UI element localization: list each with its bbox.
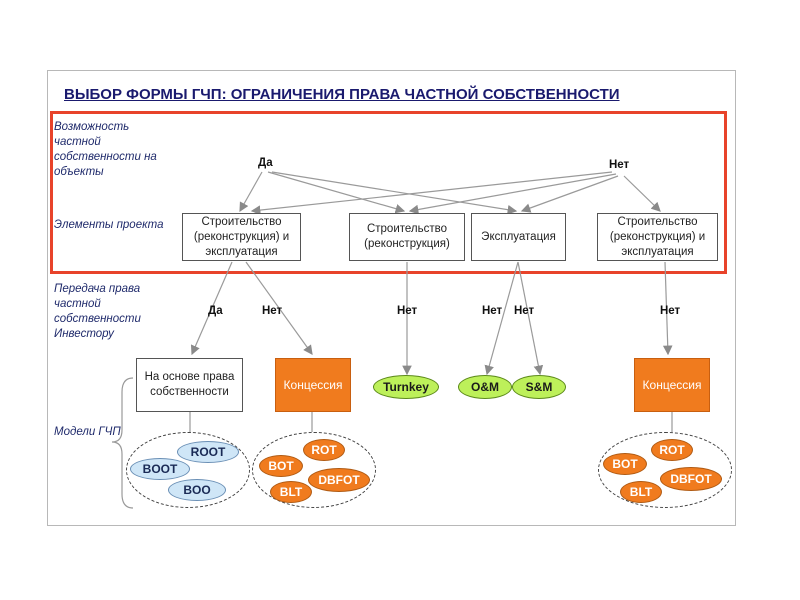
arrow-yes-to-element-2 [267,171,406,214]
element-build-operate-2: Строительство (реконструкция) и эксплуат… [597,213,718,261]
arrow-yes-to-element-3 [271,171,518,215]
slide-frame [47,70,736,526]
model-left-root-label: ROOT [190,445,226,459]
transfer-c-no1-label: Нет [482,305,503,317]
outcome-concession-2: Концессия [634,358,710,412]
models-brace [111,377,134,509]
page-title: ВЫБОР ФОРМЫ ГЧП: ОГРАНИЧЕНИЯ ПРАВА ЧАСТН… [64,86,620,103]
model-left-root: ROOT [177,441,239,463]
arrow-element-1-no [245,261,313,355]
model-middle-dbfot-label: DBFOT [318,473,360,487]
outcome-concession-1: Концессия [275,358,351,412]
transfer-d-no-label: Нет [660,305,681,317]
outcome-sm: S&M [512,375,566,399]
element-build-operate-1: Строительство (реконструкция) и эксплуат… [182,213,301,261]
model-middle-bot-label: BOT [268,459,294,473]
outcome-om-label: O&M [471,380,499,394]
model-middle-blt: BLT [270,481,312,503]
model-left-boot: BOOT [130,458,190,480]
model-middle-rot-label: ROT [311,443,337,457]
arrow-yes-to-element-1 [239,171,263,213]
transfer-b-no-label: Нет [397,305,418,317]
arrow-no-to-element-4 [623,175,661,212]
models-group-right [598,432,732,508]
transfer-a-no-label: Нет [262,305,283,317]
model-right-bot-label: BOT [612,457,638,471]
side-label-ownership: Возможность частной собственности на объ… [54,121,157,178]
model-left-boot-label: BOOT [142,462,178,476]
model-right-dbfot-label: DBFOT [670,472,712,486]
outcome-ownership-basis: На основе права собственности [136,358,243,412]
ownership-yes-label: Да [258,157,273,169]
element-build-operate-1-label: Строительство (реконструкция) и эксплуат… [193,215,290,258]
element-operate: Эксплуатация [471,213,566,261]
arrow-no-to-element-3 [520,175,619,213]
side-label-transfer: Передача права частной собственности Инв… [54,283,141,340]
models-group-left [126,432,250,508]
model-right-blt-label: BLT [629,485,653,499]
outcome-turnkey-label: Turnkey [383,380,429,394]
outcome-turnkey: Turnkey [373,375,439,399]
ownership-no-label: Нет [609,159,630,171]
outcome-sm-label: S&M [525,380,553,394]
element-build: Строительство (реконструкция) [349,213,465,261]
model-middle-blt-label: BLT [279,485,303,499]
model-right-dbfot: DBFOT [660,467,722,491]
arrow-element-3-no-2 [517,261,544,376]
side-label-models: Модели ГЧП [54,426,121,438]
arrow-element-4-no [662,261,673,356]
outcome-ownership-basis-label: На основе права собственности [144,371,235,398]
outcome-concession-1-label: Концессия [283,378,343,392]
element-operate-label: Эксплуатация [481,230,556,243]
arrow-no-to-element-1 [250,171,613,215]
slide-top-border [47,70,736,71]
model-left-boo: BOO [168,479,226,501]
ownership-highlight-frame [50,111,727,274]
model-right-blt: BLT [620,481,662,503]
transfer-c-no2-label: Нет [514,305,535,317]
arrow-element-3-no-1 [484,261,519,376]
model-middle-rot: ROT [303,439,345,461]
outcome-om: O&M [458,375,512,399]
models-group-middle [252,432,376,508]
transfer-a-yes-label: Да [208,305,223,317]
model-right-rot: ROT [651,439,693,461]
model-middle-bot: BOT [259,455,303,477]
model-right-rot-label: ROT [659,443,685,457]
element-build-operate-2-label: Строительство (реконструкция) и эксплуат… [609,215,706,258]
model-middle-dbfot: DBFOT [308,468,370,492]
outcome-concession-2-label: Концессия [642,378,702,392]
side-label-elements: Элементы проекта [54,219,164,231]
arrow-no-to-element-2 [408,173,617,215]
element-build-label: Строительство (реконструкция) [364,223,450,250]
model-left-boo-label: BOO [183,483,211,497]
model-right-bot: BOT [603,453,647,475]
arrow-element-1-yes [190,261,233,356]
